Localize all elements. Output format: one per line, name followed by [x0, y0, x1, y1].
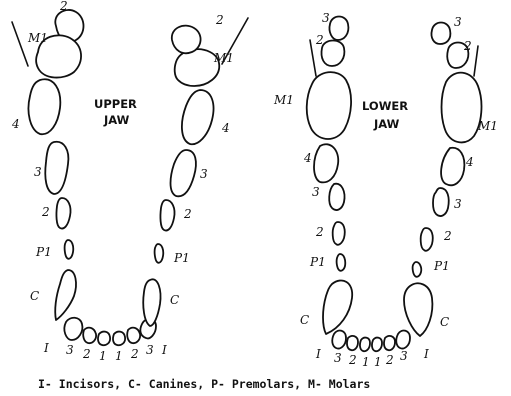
- lower-jaw-right-outline: [474, 46, 478, 76]
- upper-right-label-4: 4: [221, 121, 230, 135]
- upper-left-label-p1: P1: [35, 245, 52, 259]
- lower-right-label-p1: P1: [433, 259, 450, 273]
- figure-caption: I- Incisors, C- Canines, P- Premolars, M…: [38, 377, 370, 391]
- lower-incisor-left-3: [332, 331, 346, 349]
- upper-left-label-2b: 2: [41, 205, 50, 219]
- lower-jaw-title-line2: JAW: [373, 117, 400, 131]
- lower-incisor-right-2: [384, 336, 395, 350]
- upper-incisor-label-left-3: 3: [66, 343, 74, 357]
- upper-incisor-label-left-1: 1: [99, 349, 107, 363]
- lower-left-canine: [323, 280, 352, 334]
- lower-incisor-label-right-1: 1: [374, 355, 382, 369]
- upper-incisor-left-3: [64, 318, 82, 340]
- lower-right-premolar-3: [433, 188, 449, 216]
- upper-right-premolar-4: [182, 90, 214, 144]
- upper-right-molar-1: [175, 49, 220, 86]
- upper-incisor-right-1: [113, 332, 125, 346]
- upper-jaw-left-outline: [12, 22, 28, 66]
- lower-incisor-left-1: [360, 338, 370, 352]
- upper-left-label-3: 3: [34, 165, 42, 179]
- lower-left-premolar-1: [337, 254, 346, 271]
- lower-left-label-p1: P1: [309, 255, 326, 269]
- lower-left-label-c: C: [300, 313, 309, 327]
- lower-left-premolar-4: [314, 144, 338, 182]
- lower-incisor-label-left-2: 2: [348, 353, 357, 367]
- upper-right-label-p1: P1: [173, 251, 190, 265]
- upper-right-label-c: C: [170, 293, 179, 307]
- lower-right-label-3b: 3: [454, 197, 462, 211]
- lower-left-premolar-2: [333, 222, 345, 245]
- lower-left-label-3b: 3: [312, 185, 320, 199]
- upper-incisor-label-left-2: 2: [82, 347, 91, 361]
- upper-left-label-4: 4: [11, 117, 20, 131]
- lower-incisor-label-left-1: 1: [362, 355, 370, 369]
- lower-left-label-2b: 2: [315, 225, 324, 239]
- lower-right-label-m1: M1: [477, 119, 498, 133]
- lower-right-label-2: 2: [463, 39, 472, 53]
- upper-right-molar-2: [172, 26, 201, 54]
- upper-right-label-2b: 2: [183, 207, 192, 221]
- upper-jaw-title-line2: JAW: [103, 113, 130, 127]
- upper-left-label-m1: M1: [27, 31, 48, 45]
- lower-incisor-right-3: [396, 331, 410, 349]
- upper-incisor-right-2: [127, 328, 140, 343]
- upper-left-premolar-2: [56, 198, 70, 229]
- lower-right-label-4: 4: [465, 155, 474, 169]
- lower-incisor-right-1: [372, 338, 382, 352]
- lower-incisor-left-2: [347, 336, 358, 350]
- upper-left-premolar-1: [65, 240, 74, 259]
- lower-right-molar-3: [431, 23, 450, 45]
- upper-left-label-i: I: [43, 341, 49, 355]
- lower-left-label-2: 2: [315, 33, 324, 47]
- upper-right-label-2: 2: [215, 13, 224, 27]
- upper-incisor-label-right-1: 1: [115, 349, 123, 363]
- lower-left-label-i: I: [315, 347, 321, 361]
- upper-right-premolar-2: [160, 200, 174, 231]
- lower-jaw-title-line1: LOWER: [362, 99, 408, 113]
- lower-right-label-i: I: [423, 347, 429, 361]
- upper-incisor-label-right-2: 2: [130, 347, 139, 361]
- lower-left-molar-3: [329, 17, 348, 41]
- upper-right-premolar-3: [171, 150, 196, 196]
- upper-right-premolar-1: [155, 244, 164, 263]
- upper-jaw: 2 M1 4 3 2 P1 C I 3 2 1 1 2 3 2 M1 4 3 2…: [11, 0, 248, 363]
- lower-left-label-3: 3: [322, 11, 330, 25]
- upper-right-label-3: 3: [200, 167, 208, 181]
- lower-right-premolar-2: [421, 228, 433, 251]
- lower-jaw: 3 2 M1 4 3 2 P1 C I 3 2 1 1 2 3 3 2 M1 4…: [273, 11, 498, 369]
- upper-left-label-c: C: [30, 289, 39, 303]
- lower-incisor-label-left-3: 3: [334, 351, 342, 365]
- upper-left-premolar-4: [28, 79, 60, 134]
- lower-left-molar-1: [307, 72, 351, 139]
- lower-right-premolar-1: [413, 262, 422, 277]
- lower-right-canine: [404, 283, 432, 336]
- lower-right-molar-1: [442, 73, 482, 143]
- upper-incisor-label-right-3: 3: [146, 343, 154, 357]
- lower-incisor-label-right-3: 3: [400, 349, 408, 363]
- lower-left-molar-2: [321, 41, 344, 67]
- upper-incisor-left-2: [83, 328, 96, 343]
- lower-right-label-3: 3: [454, 15, 462, 29]
- upper-left-label-2: 2: [59, 0, 68, 13]
- lower-left-premolar-3: [329, 184, 344, 210]
- upper-left-canine: [55, 270, 76, 320]
- lower-left-label-4: 4: [303, 151, 312, 165]
- upper-right-label-m1: M1: [213, 51, 234, 65]
- lower-right-premolar-4: [441, 148, 464, 185]
- upper-right-label-i: I: [161, 343, 167, 357]
- upper-incisor-left-1: [98, 332, 110, 346]
- upper-left-premolar-3: [45, 142, 68, 194]
- upper-jaw-title-line1: UPPER: [94, 97, 137, 111]
- lower-left-label-m1: M1: [273, 93, 294, 107]
- upper-right-canine: [143, 279, 160, 326]
- lower-right-label-c: C: [440, 315, 449, 329]
- lower-incisor-label-right-2: 2: [385, 353, 394, 367]
- lower-right-label-2b: 2: [443, 229, 452, 243]
